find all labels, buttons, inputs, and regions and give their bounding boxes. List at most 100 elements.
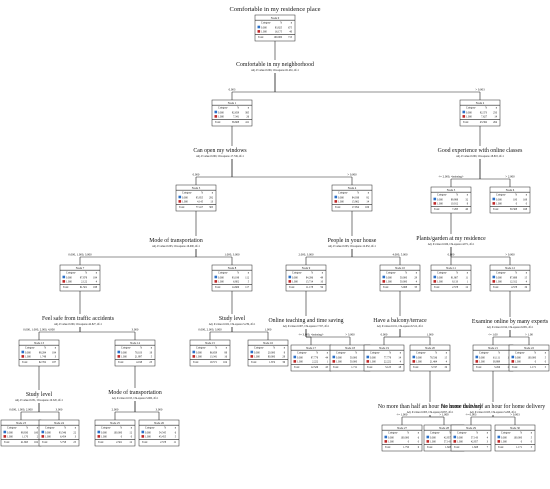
col-header-category: Category	[218, 107, 228, 110]
row-category: 0.000	[7, 431, 14, 434]
split-variable-n2: Good experience with online classes	[438, 148, 523, 154]
split-statistics-n13: Adj. P-value=0.031, Chi-square=10.520, d…	[15, 399, 64, 402]
split-variable-n8: Study level	[219, 316, 246, 322]
node-header: Node 7	[76, 266, 85, 270]
split-variable-n20: No more than half an hour for home deliv…	[378, 403, 482, 410]
total-count: 11	[174, 441, 177, 444]
col-header-category: Category	[430, 432, 440, 435]
class-1-swatch	[475, 360, 479, 363]
node-box	[114, 339, 156, 367]
node-box	[430, 186, 472, 214]
node-box	[508, 344, 550, 372]
class-1-swatch	[214, 280, 218, 283]
col-header-category: Category	[416, 352, 426, 355]
row-count: 14	[494, 116, 497, 119]
row-count: 0	[418, 441, 420, 444]
row-category: 1.000	[386, 281, 393, 284]
row-category: 0.000	[338, 196, 345, 199]
col-header-n: n	[55, 347, 57, 350]
node-header: Node 26	[154, 421, 164, 425]
row-percent: 21.464	[430, 361, 438, 364]
row-category: 1.000	[101, 436, 108, 439]
total-percent: 19.571	[210, 361, 218, 364]
row-percent: 80.000	[268, 356, 276, 359]
row-category: 1.000	[430, 441, 437, 444]
node-header: Node 14	[130, 341, 140, 345]
edge-label-n23: 0.000, 1.000, 2.000	[9, 408, 33, 413]
row-percent: 45.455	[159, 436, 167, 439]
class-1-swatch	[412, 360, 416, 363]
node-header: Node 15	[205, 341, 215, 345]
row-count: 0	[526, 203, 528, 206]
col-header-category: Category	[437, 272, 447, 275]
total-label: Total	[215, 286, 221, 289]
col-header-n: n	[418, 432, 420, 435]
row-category: 1.000	[121, 356, 128, 359]
total-label: Total	[22, 361, 28, 364]
row-category: 0.000	[501, 436, 508, 439]
class-0-swatch	[384, 435, 388, 439]
split-variable-n3: Mode of transportation	[149, 237, 203, 244]
row-percent: 6.454	[60, 436, 67, 439]
row-category: 0.000	[25, 351, 32, 354]
row-category: 0.000	[437, 276, 444, 279]
total-count: 12	[129, 441, 132, 444]
col-header-n: n	[75, 427, 77, 430]
edge-label-n30: > 0.003	[510, 413, 520, 417]
row-category: 1.000	[7, 436, 14, 439]
col-header-category: Category	[338, 192, 348, 195]
row-percent: 2.122	[81, 281, 88, 284]
total-percent: 17.954	[352, 206, 360, 209]
row-percent: 100.000	[401, 436, 410, 439]
row-count: 16	[224, 356, 227, 359]
row-count: 26	[246, 116, 249, 119]
row-category: 0.000	[515, 356, 522, 359]
row-percent: 22.222	[384, 361, 392, 364]
edge-label-n14: 3.000	[132, 328, 139, 332]
row-percent: 7.341	[233, 116, 240, 119]
total-count: 117	[245, 286, 249, 289]
edge-label-n20: 1.000	[427, 333, 434, 337]
row-category: 1.000	[515, 361, 522, 364]
row-category: 1.000	[66, 281, 73, 284]
node-header: Node 24	[54, 421, 64, 425]
total-count: 104	[223, 361, 228, 364]
node-box	[494, 424, 536, 452]
edge-label-n29: <= 0.003	[466, 413, 477, 417]
total-percent: 2.578	[160, 441, 167, 444]
row-percent: 16.175	[275, 31, 283, 34]
col-header-n: n	[400, 352, 402, 355]
col-header-pct: %	[237, 107, 240, 110]
total-count: 40	[465, 208, 468, 211]
edge-n10-n19	[383, 329, 401, 345]
class-0-swatch	[433, 197, 437, 201]
row-count: 3	[75, 436, 77, 439]
col-header-category: Category	[370, 352, 380, 355]
col-header-category: Category	[292, 272, 302, 275]
class-1-swatch	[334, 200, 338, 203]
node-box	[138, 419, 180, 447]
total-label: Total	[385, 446, 391, 449]
edge-n8-n16	[231, 327, 269, 340]
row-percent: 0	[521, 441, 523, 444]
class-0-swatch	[412, 355, 416, 359]
class-1-swatch	[3, 435, 7, 438]
row-percent: 50.000	[350, 356, 358, 359]
edge-n0-n1	[231, 73, 276, 100]
total-count: 18	[398, 366, 401, 369]
total-label: Total	[42, 441, 48, 444]
split-label-n20: No more than half an hour for home deliv…	[378, 403, 482, 414]
edge-n2-n6	[479, 159, 511, 187]
col-header-n: n	[212, 192, 214, 195]
row-count: 3	[487, 441, 489, 444]
edge-n1-n4	[231, 159, 353, 185]
node-header: Node 4	[348, 186, 357, 190]
col-header-n: n	[284, 347, 286, 350]
col-header-n: n	[467, 272, 469, 275]
node-header: Node 23	[16, 421, 26, 425]
